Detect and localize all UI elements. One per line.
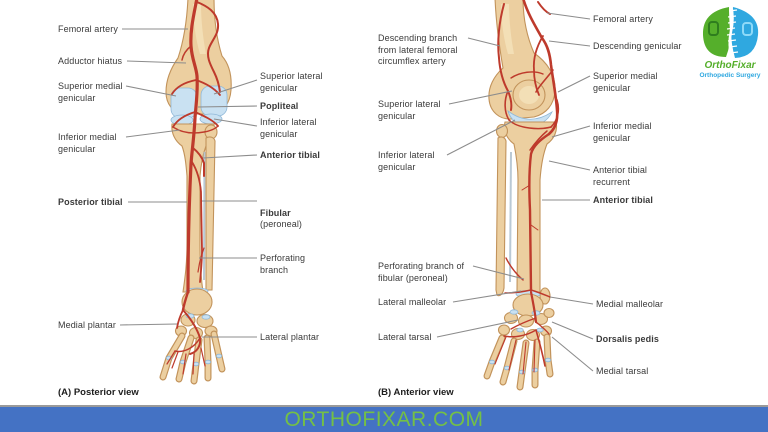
arteries-a xyxy=(166,0,221,375)
label-adductor-hiatus: Adductor hiatus xyxy=(58,56,123,66)
label-descending-branch: Descending branch from lateral femoral c… xyxy=(378,33,458,67)
foot-bones-b xyxy=(483,290,555,391)
label-perforating-branch-b: Perforating branch of fibular (peroneal) xyxy=(378,261,465,283)
label-fibular-main: Fibular xyxy=(260,207,291,218)
label-inferior-lateral-genicular-b: Inferior lateral genicular xyxy=(378,150,435,172)
label-fibular-sub: (peroneal) xyxy=(260,219,303,230)
label-fibular-peroneal: Fibular (peroneal) xyxy=(260,196,302,243)
logo-spine-vertebrae xyxy=(726,9,739,54)
logo-spine-icon xyxy=(728,4,734,60)
posterior-view-figure xyxy=(119,0,258,385)
caption-posterior-view: (A) Posterior view xyxy=(58,387,139,398)
label-medial-malleolar: Medial malleolar xyxy=(596,299,664,309)
orthofixar-logo-mark xyxy=(702,4,759,60)
tibia-fibula-b xyxy=(495,121,558,305)
logo-glyph-blue xyxy=(742,22,753,36)
label-inferior-medial-genicular-b: Inferior medial genicular xyxy=(593,121,652,143)
label-medial-plantar: Medial plantar xyxy=(58,320,116,330)
label-popliteal: Popliteal xyxy=(260,101,299,111)
label-superior-lateral-genicular-b: Superior lateral genicular xyxy=(378,99,441,121)
label-femoral-artery-a: Femoral artery xyxy=(58,24,118,34)
logo-name: OrthoFixar xyxy=(704,60,756,71)
footer-bar: ORTHOFIXAR.COM xyxy=(0,407,768,432)
label-lateral-tarsal: Lateral tarsal xyxy=(378,332,432,342)
logo-leaf-green xyxy=(702,7,731,57)
caption-anterior-view: (B) Anterior view xyxy=(378,387,454,398)
anterior-view-figure xyxy=(436,0,594,391)
label-femoral-artery-b: Femoral artery xyxy=(593,14,653,24)
footer-site-text: ORTHOFIXAR.COM xyxy=(284,407,484,431)
logo-leaf-blue xyxy=(731,7,759,58)
label-lateral-plantar: Lateral plantar xyxy=(260,332,320,342)
label-anterior-tibial-recurrent: Anterior tibial recurrent xyxy=(593,165,648,187)
orthofixar-logo: OrthoFixar Orthopedic Surgery xyxy=(692,2,768,84)
label-inferior-medial-genicular-a: Inferior medial genicular xyxy=(58,132,117,154)
footer-divider xyxy=(0,405,768,407)
logo-glyph-green xyxy=(708,21,719,36)
label-medial-tarsal: Medial tarsal xyxy=(596,366,649,376)
label-dorsalis-pedis: Dorsalis pedis xyxy=(596,334,659,344)
label-lateral-malleolar: Lateral malleolar xyxy=(378,297,447,307)
label-superior-medial-genicular-b: Superior medial genicular xyxy=(593,71,658,93)
label-superior-medial-genicular-a: Superior medial genicular xyxy=(58,81,123,103)
label-descending-genicular: Descending genicular xyxy=(593,41,682,51)
label-inferior-lateral-genicular-a: Inferior lateral genicular xyxy=(260,117,317,139)
label-superior-lateral-genicular-a: Superior lateral genicular xyxy=(260,71,323,93)
label-posterior-tibial: Posterior tibial xyxy=(58,197,123,207)
foot-bones-a xyxy=(159,287,226,385)
leader-lines-a xyxy=(119,28,258,338)
label-anterior-tibial-a: Anterior tibial xyxy=(260,150,321,160)
label-perforating-branch-a: Perforating branch xyxy=(260,253,306,275)
label-anterior-tibial-b: Anterior tibial xyxy=(593,195,654,205)
leader-lines-b xyxy=(436,12,594,372)
logo-tagline: Orthopedic Surgery xyxy=(699,72,761,79)
